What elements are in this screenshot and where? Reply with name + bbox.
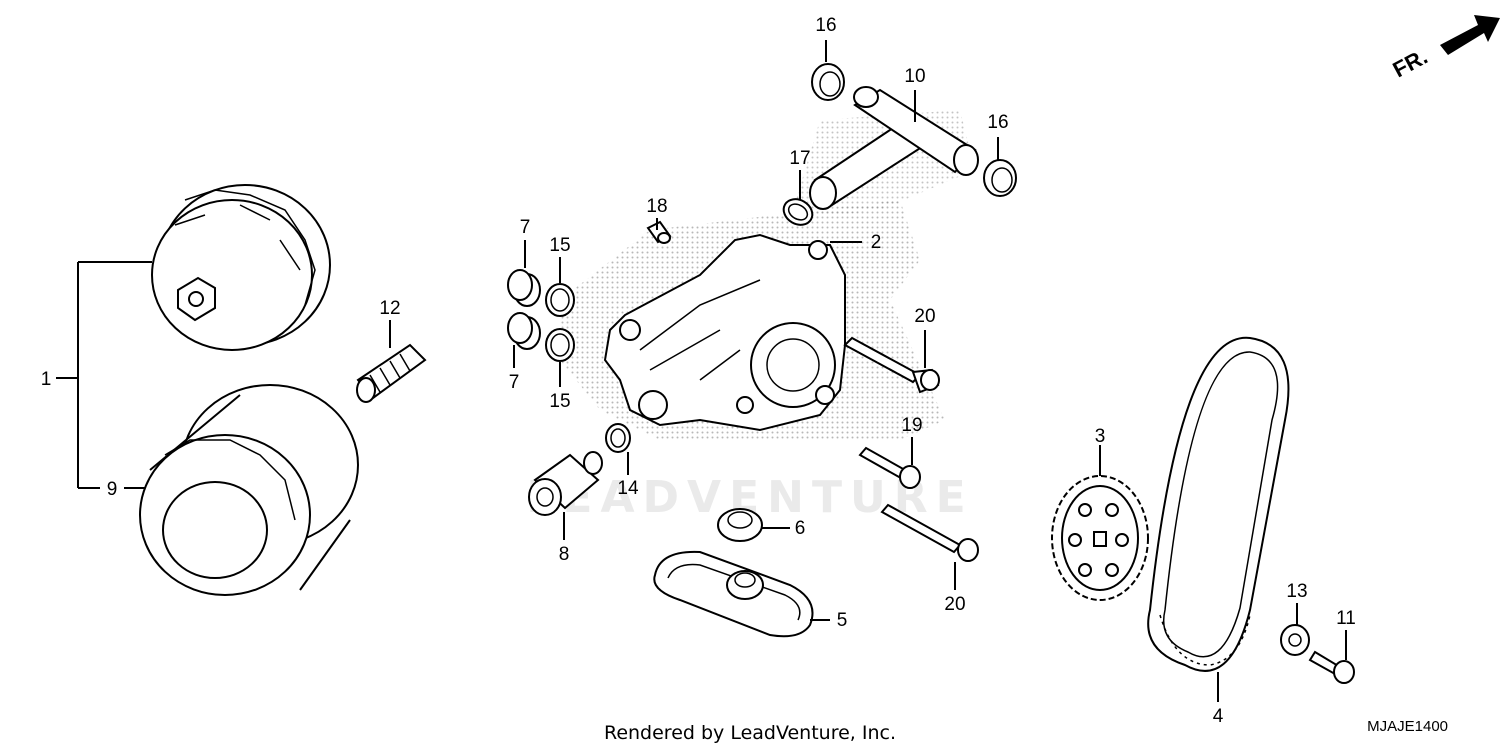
callout-20-upper[interactable]: 20 <box>914 306 935 327</box>
dowel-collar-upper[interactable] <box>507 269 541 307</box>
filter-bracket <box>56 261 152 489</box>
oil-strainer[interactable] <box>653 550 814 638</box>
diagram-code: MJAJE1400 <box>1367 718 1448 735</box>
callout-11[interactable]: 11 <box>1336 608 1356 629</box>
callout-17[interactable]: 17 <box>789 148 810 169</box>
dowel-collar-lower[interactable] <box>507 312 541 350</box>
drive-chain[interactable] <box>1147 336 1290 672</box>
flange-bolt-lower[interactable] <box>880 503 979 562</box>
callout-18[interactable]: 18 <box>646 196 667 217</box>
threaded-stud[interactable] <box>356 343 427 403</box>
callout-5[interactable]: 5 <box>837 610 848 631</box>
pump-joint[interactable] <box>528 451 603 516</box>
flange-bolt-upper[interactable] <box>843 336 940 394</box>
callout-16-upper[interactable]: 16 <box>815 15 836 36</box>
sprocket-bolt[interactable] <box>1308 650 1355 684</box>
callout-9[interactable]: 9 <box>107 479 118 500</box>
washer[interactable] <box>1280 624 1310 656</box>
callout-7-lower[interactable]: 7 <box>509 372 520 393</box>
seal-right[interactable] <box>983 159 1017 197</box>
seal-upper[interactable] <box>811 63 845 101</box>
callout-1[interactable]: 1 <box>41 369 52 390</box>
oil-pump[interactable] <box>603 233 846 432</box>
strainer-grommet[interactable] <box>717 508 763 542</box>
callout-12[interactable]: 12 <box>379 298 400 319</box>
oil-filter-cap[interactable] <box>151 184 331 351</box>
o-ring-upper[interactable] <box>545 283 575 317</box>
callout-2[interactable]: 2 <box>871 232 882 253</box>
callout-15-upper[interactable]: 15 <box>549 235 570 256</box>
o-ring-pump[interactable] <box>605 423 631 453</box>
callout-15-lower[interactable]: 15 <box>549 391 570 412</box>
callout-3[interactable]: 3 <box>1095 426 1106 447</box>
pipe-o-ring[interactable] <box>779 194 817 230</box>
callout-16-right[interactable]: 16 <box>987 112 1008 133</box>
callout-19[interactable]: 19 <box>901 415 922 436</box>
o-ring-lower[interactable] <box>545 328 575 362</box>
callout-14[interactable]: 14 <box>617 478 639 499</box>
fr-label: FR. <box>1389 44 1432 83</box>
callout-13[interactable]: 13 <box>1286 581 1307 602</box>
callout-4[interactable]: 4 <box>1213 706 1224 727</box>
render-credit: Rendered by LeadVenture, Inc. <box>604 722 896 744</box>
callout-7-upper[interactable]: 7 <box>520 217 531 238</box>
front-direction-indicator: FR. <box>1389 15 1500 82</box>
arrow-icon <box>1440 15 1500 55</box>
callout-20-lower[interactable]: 20 <box>944 594 965 615</box>
callout-8[interactable]: 8 <box>559 544 570 565</box>
callout-10[interactable]: 10 <box>904 66 925 87</box>
oil-filter[interactable] <box>139 384 359 596</box>
callout-6[interactable]: 6 <box>795 518 806 539</box>
pump-sprocket[interactable] <box>1051 475 1149 601</box>
flange-bolt-short[interactable] <box>858 446 921 489</box>
oil-pipe[interactable] <box>809 86 979 210</box>
